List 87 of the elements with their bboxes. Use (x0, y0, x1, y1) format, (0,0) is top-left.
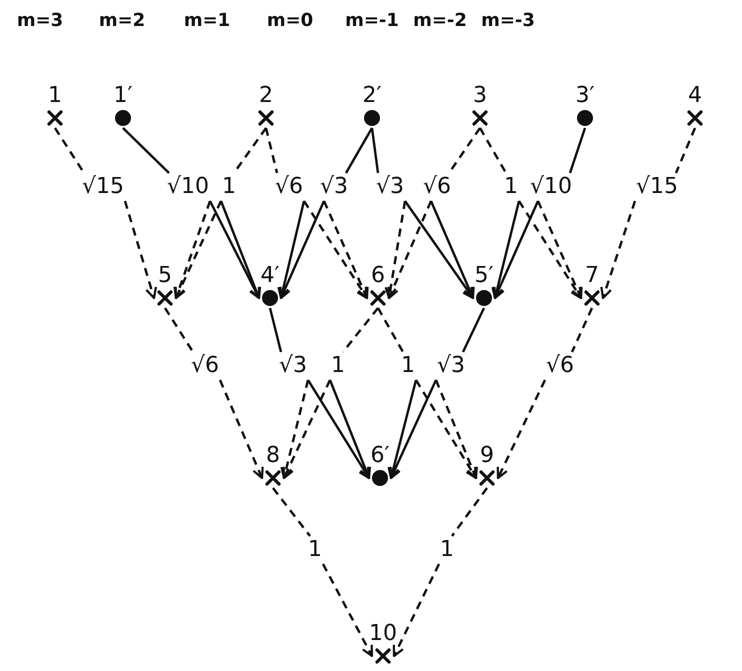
cross-marker (685, 108, 705, 128)
state-number: 6′ (370, 444, 390, 468)
state-number: 3′ (576, 84, 594, 108)
cross-marker (373, 646, 393, 666)
arrow (496, 379, 546, 480)
coefficient-label: √3 (375, 175, 405, 199)
coefficient-label: 1 (330, 354, 346, 378)
coefficient-label: 1 (503, 175, 519, 199)
state-number: 2′ (362, 84, 382, 108)
m-value-label: m=3 (16, 10, 64, 31)
coefficient-label: √10 (529, 175, 573, 199)
state-number: 7 (585, 264, 599, 288)
arrow (430, 200, 475, 300)
arrow (491, 200, 520, 300)
coefficient-label: 1 (307, 538, 323, 562)
cross-marker (477, 468, 497, 488)
arrow (322, 563, 374, 658)
state-number: 1′ (114, 84, 132, 108)
arrow (434, 380, 478, 480)
arrow (208, 200, 260, 300)
arrow (388, 380, 418, 480)
coefficient-label: √3 (278, 354, 308, 378)
dot-marker (575, 108, 595, 128)
arrow (600, 200, 636, 300)
arrow (306, 379, 370, 480)
coefficient-label: √6 (274, 175, 304, 199)
dot-marker (260, 288, 280, 308)
arrow (303, 200, 368, 300)
state-number: 4′ (260, 264, 280, 288)
coefficient-label: 1 (400, 354, 416, 378)
arrow (279, 200, 326, 300)
state-number: 8 (266, 444, 280, 468)
state-number: 4 (688, 84, 702, 108)
arrow (404, 200, 474, 300)
state-number: 2 (259, 84, 273, 108)
coefficient-label: √6 (422, 175, 452, 199)
arrow (322, 200, 369, 300)
arrow (174, 200, 222, 300)
arrow (220, 200, 262, 300)
arrow (280, 380, 310, 480)
m-value-label: m=1 (184, 10, 230, 31)
cross-marker (582, 288, 602, 308)
arrow (536, 200, 583, 300)
coefficient-label: √6 (545, 354, 575, 378)
state-number: 6 (371, 264, 385, 288)
coefficient-label: 1 (221, 175, 237, 199)
arrow (392, 563, 440, 658)
arrow (387, 200, 432, 300)
m-value-label: m=-2 (413, 10, 467, 31)
coefficient-label: √6 (190, 354, 220, 378)
coefficient-label: √15 (81, 175, 125, 199)
arrow (282, 379, 332, 480)
state-number: 5 (158, 264, 172, 288)
cross-marker (256, 108, 276, 128)
coefficient-label: 1 (439, 538, 455, 562)
cross-marker (263, 468, 283, 488)
state-number: 3 (473, 84, 487, 108)
m-value-label: m=-3 (481, 10, 535, 31)
arrow (414, 379, 478, 480)
dot-marker (362, 108, 382, 128)
cross-marker (155, 288, 175, 308)
arrow (390, 380, 438, 480)
arrow (277, 200, 306, 300)
arrow (174, 200, 212, 300)
arrow (518, 200, 582, 300)
arrow (328, 380, 372, 480)
coefficient-label: √3 (319, 175, 349, 199)
m-value-label: m=-1 (345, 10, 399, 31)
state-number: 9 (480, 444, 494, 468)
m-value-label: m=0 (266, 10, 314, 31)
arrow (218, 380, 264, 480)
cross-marker (470, 108, 490, 128)
cross-marker (368, 288, 388, 308)
coefficient-label: √15 (635, 175, 679, 199)
state-number: 5′ (474, 264, 494, 288)
state-number: 10 (369, 622, 397, 646)
state-number: 1 (48, 84, 62, 108)
arrow (493, 200, 540, 300)
dot-marker (474, 288, 494, 308)
arrow (384, 200, 406, 300)
coefficient-label: √10 (166, 175, 210, 199)
dot-marker (370, 468, 390, 488)
coefficient-label: √3 (436, 354, 466, 378)
arrow (124, 200, 158, 300)
dot-marker (113, 108, 133, 128)
cross-marker (45, 108, 65, 128)
m-value-label: m=2 (98, 10, 146, 31)
